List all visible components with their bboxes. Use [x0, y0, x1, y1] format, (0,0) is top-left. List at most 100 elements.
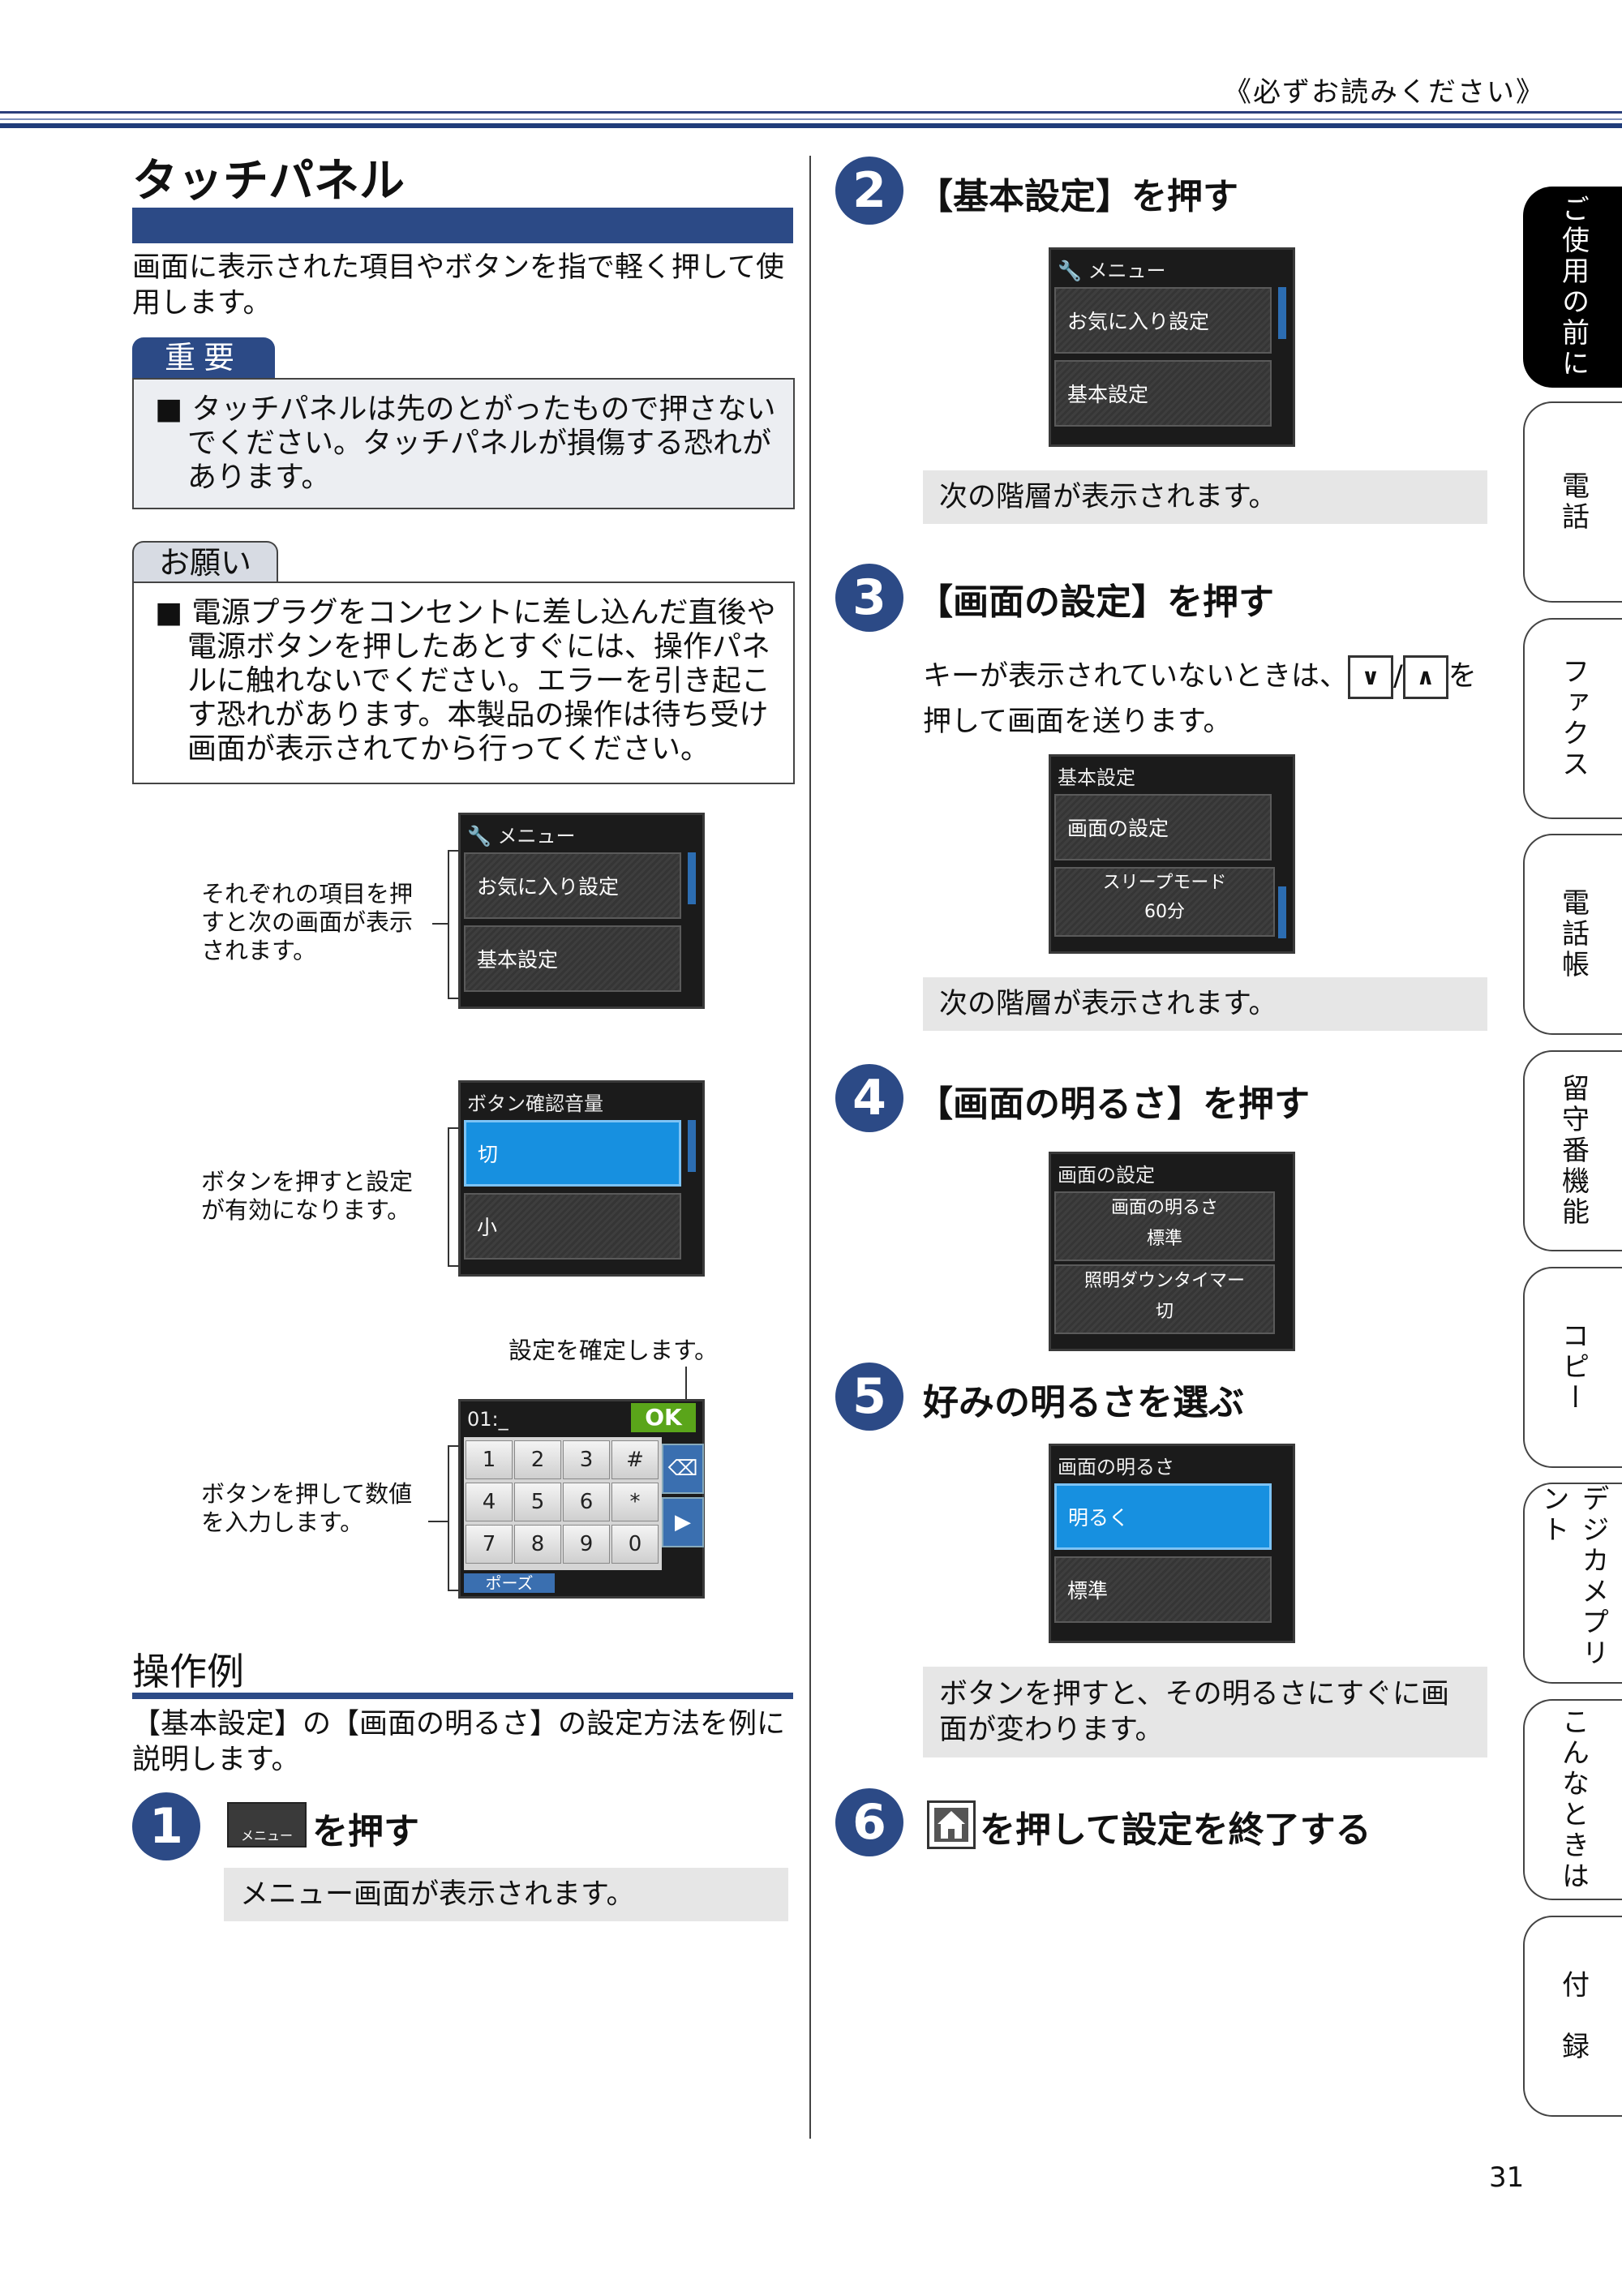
lcd-menu-screen: 🔧 メニュー お気に入り設定 基本設定 [1049, 247, 1295, 447]
title-bar [132, 208, 793, 243]
callout-line [428, 1521, 448, 1522]
menu-button-icon: メニュー [227, 1802, 307, 1848]
lcd-item-off-selected[interactable]: 切 [464, 1120, 681, 1187]
step-6-title: を押して設定を終了する [980, 1809, 1371, 1851]
key-hash[interactable]: # [611, 1440, 659, 1479]
lcd-item-standard[interactable]: 標準 [1054, 1556, 1272, 1623]
scrollbar[interactable] [1278, 886, 1286, 938]
step-4-title: 【画面の明るさ】を押す [917, 1084, 1310, 1125]
side-tab-before-use[interactable]: ご使用の前に [1523, 187, 1622, 388]
step-5-number: 5 [835, 1363, 903, 1431]
lcd-basic-settings-screen: 基本設定 画面の設定 スリープモード 60分 [1049, 754, 1295, 954]
request-box: ■ 電源プラグをコンセントに差し込んだ直後や電源ボタンを押したあとすぐには、操作… [132, 582, 795, 784]
side-tab-fax[interactable]: ファクス [1523, 618, 1622, 819]
header-rule [0, 111, 1622, 114]
chevron-up-icon: ∧ [1402, 655, 1448, 699]
key-2[interactable]: 2 [514, 1440, 561, 1479]
important-tag: 重要 [132, 337, 275, 378]
step-1-number: 1 [132, 1792, 200, 1860]
header-rule-thin [0, 118, 1622, 120]
lcd-item-favorite[interactable]: お気に入り設定 [464, 852, 681, 919]
step-3-number: 3 [835, 564, 903, 632]
step-6-number: 6 [835, 1788, 903, 1856]
important-text: ■ タッチパネルは先のとがったもので押さないでください。タッチパネルが損傷する恐… [155, 393, 776, 494]
key-4[interactable]: 4 [466, 1483, 513, 1521]
keypad: 1 2 3 # 4 5 6 * 7 8 9 0 [464, 1437, 662, 1570]
side-tab-appendix[interactable]: 付 録 [1523, 1916, 1622, 2117]
column-divider [809, 156, 811, 2139]
side-tab-photo-print[interactable]: デジカメプリント [1523, 1483, 1622, 1684]
callout-line [685, 1367, 687, 1403]
step-3-title: 【画面の設定】を押す [917, 582, 1274, 623]
step-2-note: 次の階層が表示されます。 [923, 470, 1487, 524]
callout-buttons: ボタンを押すと設定が有効になります。 [201, 1168, 414, 1224]
step-2-number: 2 [835, 157, 903, 225]
home-icon [927, 1800, 976, 1849]
request-text: ■ 電源プラグをコンセントに差し込んだ直後や電源ボタンを押したあとすぐには、操作… [155, 596, 776, 766]
lcd-item-bright-selected[interactable]: 明るく [1054, 1483, 1272, 1550]
lcd-title: 基本設定 [1058, 766, 1135, 789]
lcd-brightness-screen: 画面の明るさ 明るく 標準 [1049, 1444, 1295, 1643]
callout-bracket [448, 850, 459, 999]
scrollbar[interactable] [1278, 287, 1286, 339]
header-note: 《必ずお読みください》 [1224, 76, 1545, 109]
ok-button[interactable]: OK [631, 1403, 696, 1432]
lcd-item-brightness[interactable]: 画面の明るさ 標準 [1054, 1191, 1275, 1261]
side-tab-phone[interactable]: 電話 [1523, 401, 1622, 603]
step-1-title: を押す [312, 1811, 419, 1852]
side-tab-troubleshoot[interactable]: こんなときは [1523, 1699, 1622, 1900]
key-7[interactable]: 7 [466, 1525, 513, 1564]
step-3-note: 次の階層が表示されます。 [923, 977, 1487, 1031]
lcd-item-favorite[interactable]: お気に入り設定 [1054, 287, 1272, 354]
lcd-input-value: 01:_ [467, 1408, 508, 1431]
lcd-item-display-settings[interactable]: 画面の設定 [1054, 794, 1272, 860]
side-tab-copy[interactable]: コピー [1523, 1267, 1622, 1468]
callout-line [432, 923, 448, 925]
chevron-down-icon: ∨ [1347, 655, 1393, 699]
key-9[interactable]: 9 [563, 1525, 610, 1564]
key-8[interactable]: 8 [514, 1525, 561, 1564]
step-5-note: ボタンを押すと、その明るさにすぐに画面が変わります。 [923, 1667, 1487, 1757]
step-5-title: 好みの明るさを選ぶ [923, 1382, 1244, 1423]
lcd-item-basic[interactable]: 基本設定 [464, 925, 681, 992]
pause-button[interactable]: ポーズ [464, 1573, 555, 1593]
key-1[interactable]: 1 [466, 1440, 513, 1479]
scrollbar[interactable] [688, 852, 696, 904]
example-intro: 【基本設定】の【画面の明るさ】の設定方法を例に説明します。 [132, 1708, 786, 1776]
callout-bracket [448, 1127, 459, 1267]
callout-numbers: ボタンを押して数値を入力します。 [201, 1480, 413, 1536]
example-title: 操作例 [132, 1650, 244, 1693]
lcd-keypad-screen: 01:_ OK 1 2 3 # 4 5 6 * 7 8 9 0 ⌫ ▶ ポーズ [458, 1399, 705, 1599]
key-6[interactable]: 6 [563, 1483, 610, 1521]
arrow-right-icon[interactable]: ▶ [662, 1497, 704, 1547]
lcd-item-sleep-mode[interactable]: スリープモード 60分 [1054, 867, 1275, 937]
side-tab-answering[interactable]: 留守番機能 [1523, 1050, 1622, 1251]
request-tag: お願い [132, 541, 278, 583]
callout-items: それぞれの項目を押すと次の画面が表示されます。 [201, 880, 414, 964]
wrench-icon: 🔧 [1058, 260, 1088, 282]
step-3-desc: キーが表示されていないときは、∨/∧を 押して画面を送ります。 [923, 654, 1515, 745]
callout-confirm: 設定を確定します。 [508, 1337, 719, 1364]
key-star[interactable]: * [611, 1483, 659, 1521]
lcd-volume-screen: ボタン確認音量 切 小 [458, 1080, 705, 1277]
step-2-title: 【基本設定】を押す [917, 176, 1238, 217]
backspace-icon[interactable]: ⌫ [662, 1444, 704, 1494]
header-rule-thick [0, 123, 1622, 128]
lcd-title: 🔧 メニュー [1058, 260, 1166, 282]
lcd-display-settings-screen: 画面の設定 画面の明るさ 標準 照明ダウンタイマー 切 [1049, 1152, 1295, 1351]
side-tab-phonebook[interactable]: 電話帳 [1523, 834, 1622, 1035]
lcd-item-dim-timer[interactable]: 照明ダウンタイマー 切 [1054, 1264, 1275, 1334]
lcd-item-low[interactable]: 小 [464, 1193, 681, 1260]
page-number: 31 [1489, 2161, 1525, 2194]
key-3[interactable]: 3 [563, 1440, 610, 1479]
step-1-note: メニュー画面が表示されます。 [224, 1868, 788, 1921]
lcd-item-basic[interactable]: 基本設定 [1054, 360, 1272, 427]
lcd-title: 🔧 メニュー [467, 825, 576, 848]
section-title: タッチパネル [132, 155, 405, 208]
lcd-title: ボタン確認音量 [467, 1092, 603, 1115]
lcd-title: 画面の明るさ [1058, 1456, 1174, 1478]
key-0[interactable]: 0 [611, 1525, 659, 1564]
key-5[interactable]: 5 [514, 1483, 561, 1521]
scrollbar[interactable] [688, 1120, 696, 1172]
intro-text: 画面に表示された項目やボタンを指で軽く押して使用します。 [132, 251, 784, 320]
